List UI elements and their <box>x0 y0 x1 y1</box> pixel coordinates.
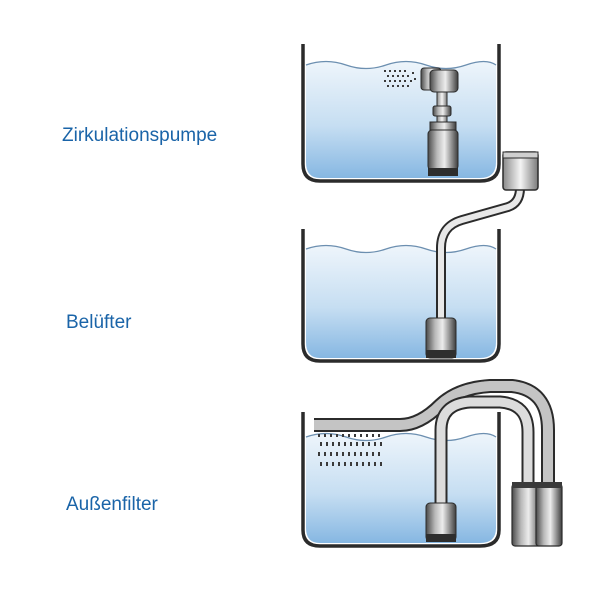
tank-outline-3 <box>301 412 501 548</box>
label-aerator: Belüfter <box>66 312 132 333</box>
water-surface-1 <box>305 60 497 70</box>
tank-outline-1 <box>301 44 501 183</box>
tank-outline-2 <box>301 229 501 363</box>
water-outflow-spray <box>384 70 416 87</box>
spray-bar-outflow <box>318 434 382 466</box>
label-external-filter: Außenfilter <box>66 494 158 515</box>
tank-aerator <box>301 151 539 363</box>
water-3 <box>306 433 496 543</box>
water-2 <box>306 245 496 358</box>
water-1 <box>306 61 496 178</box>
label-circulation-pump: Zirkulationspumpe <box>62 125 218 146</box>
tank-external-filter <box>301 379 563 548</box>
intake-strainer-icon <box>425 502 457 542</box>
pump-icon <box>420 67 459 176</box>
canister-filter-icon <box>511 482 563 547</box>
water-surface-2 <box>305 244 497 254</box>
tank-circulation-pump <box>301 44 501 183</box>
air-stone-icon <box>425 317 457 359</box>
air-pump-icon <box>502 151 539 191</box>
